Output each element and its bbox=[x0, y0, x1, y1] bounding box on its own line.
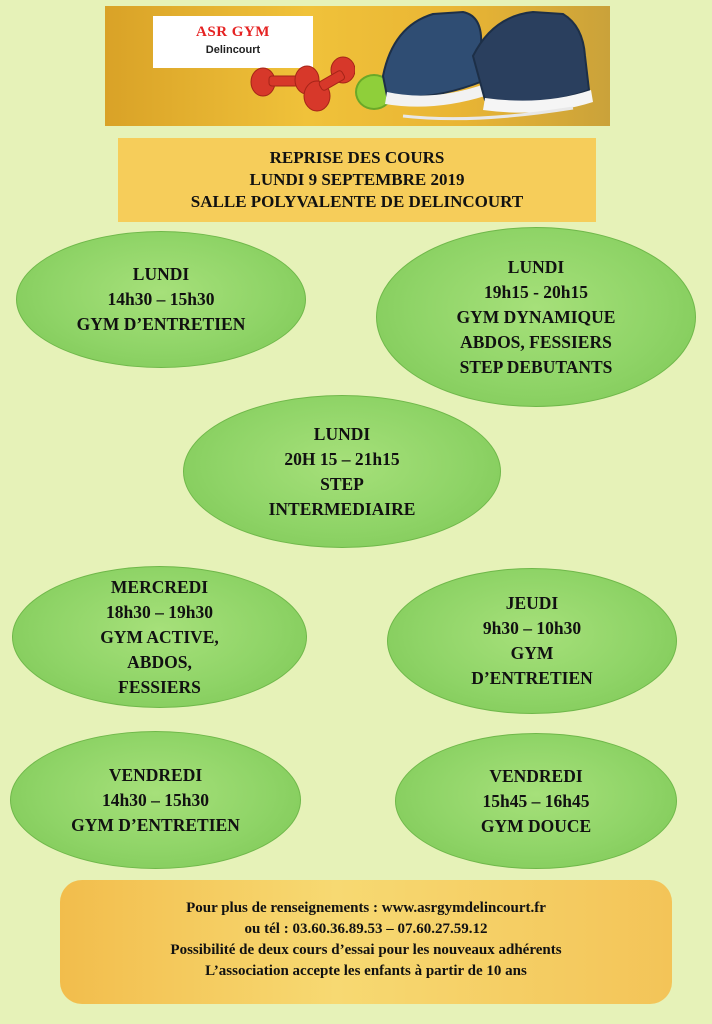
class-time: 15h45 – 16h45 bbox=[482, 790, 590, 811]
info-phone-line: ou tél : 03.60.36.89.53 – 07.60.27.59.12 bbox=[244, 921, 488, 937]
class-day: JEUDI bbox=[505, 593, 559, 613]
class-day: MERCREDI bbox=[110, 576, 209, 597]
class-detail: ABDOS, bbox=[127, 651, 192, 672]
class-detail: INTERMEDIAIRE bbox=[268, 498, 416, 519]
class-title: GYM DOUCE bbox=[480, 815, 592, 836]
class-time: 18h30 – 19h30 bbox=[106, 601, 213, 622]
logo-title: ASR GYM bbox=[196, 24, 270, 40]
class-title: GYM D’ENTRETIEN bbox=[71, 814, 240, 835]
class-day: VENDREDI bbox=[489, 765, 583, 786]
class-time: 19h15 - 20h15 bbox=[483, 281, 589, 302]
info-box: Pour plus de renseignements : www.asrgym… bbox=[60, 880, 672, 1004]
class-time: 20H 15 – 21h15 bbox=[284, 448, 400, 469]
class-time: 14h30 – 15h30 bbox=[107, 289, 215, 309]
class-detail: ABDOS, FESSIERS bbox=[460, 331, 612, 352]
class-time: 9h30 – 10h30 bbox=[482, 618, 582, 638]
class-day: LUNDI bbox=[132, 264, 190, 284]
class-title: GYM D’ENTRETIEN bbox=[76, 314, 246, 334]
announcement-line-2: LUNDI 9 SEPTEMBRE 2019 bbox=[249, 170, 465, 189]
class-detail: D’ENTRETIEN bbox=[471, 668, 593, 688]
class-oval-lundi-2015: LUNDI 20H 15 – 21h15 STEP INTERMEDIAIRE bbox=[183, 395, 501, 548]
class-title: STEP bbox=[320, 473, 364, 494]
class-oval-lundi-1915: LUNDI 19h15 - 20h15 GYM DYNAMIQUE ABDOS,… bbox=[376, 227, 696, 407]
class-day: LUNDI bbox=[507, 256, 565, 277]
logo-subtitle: Delincourt bbox=[205, 44, 261, 56]
class-oval-vendredi-1430: VENDREDI 14h30 – 15h30 GYM D’ENTRETIEN bbox=[10, 731, 301, 869]
class-oval-lundi-1430: LUNDI 14h30 – 15h30 GYM D’ENTRETIEN bbox=[16, 231, 306, 368]
info-website-line: Pour plus de renseignements : www.asrgym… bbox=[186, 900, 546, 916]
class-oval-mercredi: MERCREDI 18h30 – 19h30 GYM ACTIVE, ABDOS… bbox=[12, 566, 307, 708]
dumbbell-icon bbox=[250, 56, 355, 112]
info-age-line: L’association accepte les enfants à part… bbox=[205, 963, 527, 979]
class-oval-jeudi: JEUDI 9h30 – 10h30 GYM D’ENTRETIEN bbox=[387, 568, 677, 714]
class-title: GYM DYNAMIQUE bbox=[456, 306, 616, 327]
class-day: VENDREDI bbox=[108, 764, 203, 785]
announcement-line-1: REPRISE DES COURS bbox=[269, 148, 445, 167]
logo: ASR GYM Delincourt bbox=[153, 16, 313, 68]
sneakers-icon bbox=[381, 10, 593, 121]
header-banner: ASR GYM Delincourt bbox=[105, 6, 610, 126]
class-title: GYM ACTIVE, bbox=[100, 626, 219, 647]
class-detail: FESSIERS bbox=[118, 676, 201, 697]
info-trial-line: Possibilité de deux cours d’essai pour l… bbox=[170, 942, 562, 958]
class-detail: STEP DEBUTANTS bbox=[459, 356, 613, 377]
announcement-box: REPRISE DES COURS LUNDI 9 SEPTEMBRE 2019… bbox=[118, 138, 596, 222]
class-day: LUNDI bbox=[313, 423, 371, 444]
class-title: GYM bbox=[510, 643, 554, 663]
announcement-line-3: SALLE POLYVALENTE DE DELINCOURT bbox=[190, 192, 524, 211]
class-time: 14h30 – 15h30 bbox=[102, 789, 209, 810]
class-oval-vendredi-1545: VENDREDI 15h45 – 16h45 GYM DOUCE bbox=[395, 733, 677, 869]
